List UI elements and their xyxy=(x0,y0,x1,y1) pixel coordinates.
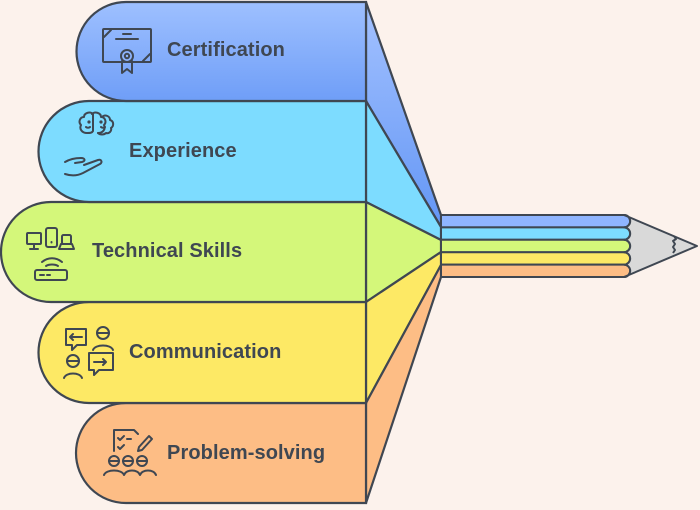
devices-network-icon xyxy=(26,227,75,281)
band-problem-solving xyxy=(74,401,368,505)
band-experience xyxy=(37,99,368,204)
label-problem-solving: Problem-solving xyxy=(167,442,326,464)
brain-in-hand-icon xyxy=(64,111,115,177)
band-technical-skills xyxy=(0,200,368,304)
band-certification xyxy=(75,0,368,103)
bands xyxy=(0,0,368,505)
certificate-icon xyxy=(102,28,152,74)
pencil-stripe-4 xyxy=(440,251,632,266)
pencil-stripe-1 xyxy=(440,214,632,229)
pencil-stripe-5 xyxy=(440,263,632,278)
conversation-icon xyxy=(63,326,114,379)
pencil-tip-icon xyxy=(623,214,698,278)
label-technical-skills: Technical Skills xyxy=(92,240,243,262)
pencil-body xyxy=(440,214,632,278)
label-communication: Communication xyxy=(129,341,282,363)
funnel-connectors xyxy=(364,0,443,505)
team-checklist-icon xyxy=(103,429,157,476)
label-experience: Experience xyxy=(129,140,237,162)
label-certification: Certification xyxy=(167,39,285,61)
band-communication xyxy=(37,300,368,405)
pencil-stripe-3 xyxy=(440,238,632,254)
pencil-stripe-2 xyxy=(440,226,632,241)
